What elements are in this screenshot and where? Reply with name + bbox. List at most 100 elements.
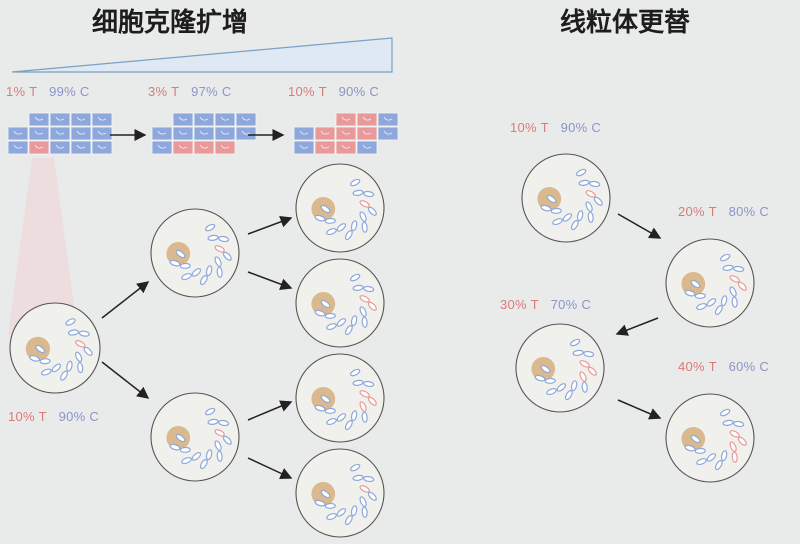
mitochondrion-c <box>562 213 573 222</box>
tissue-square-c <box>356 140 378 155</box>
mitochondrion-c <box>540 204 552 212</box>
mitochondrion-c <box>570 220 579 231</box>
mitochondrion-c <box>169 443 181 451</box>
square-mark <box>97 130 107 135</box>
turnover-label-1: 10% T 90% C <box>510 120 601 135</box>
mitochondrion-c <box>65 318 76 326</box>
mitochondrion-c <box>222 435 232 445</box>
mitochondrion-c <box>350 178 361 187</box>
mitochondrion-c <box>181 457 192 465</box>
mitochondrion-c <box>175 249 186 259</box>
mitochondrion-t <box>367 301 377 311</box>
square-mark <box>157 130 167 135</box>
mitochondrion-t <box>737 436 747 446</box>
mitochondrion-t <box>729 430 740 438</box>
tissue-square-c <box>172 112 194 127</box>
mitochondrion-c <box>179 262 191 269</box>
mitochondrion-c <box>546 194 557 204</box>
mitochondrion-c <box>714 460 723 471</box>
tissue-square-c <box>214 112 236 127</box>
mitochondrion-c <box>205 407 216 416</box>
lineage-arrow <box>101 281 150 319</box>
square-mark <box>383 130 393 135</box>
mitochondrion-c <box>205 265 213 277</box>
mitochondrion-c <box>214 440 222 451</box>
square-mark <box>178 130 188 135</box>
square-mark <box>341 116 351 121</box>
tissue-square-c <box>193 126 215 141</box>
tissue-square-c <box>70 112 92 127</box>
mitochondrion-c <box>320 489 331 499</box>
mitochondrion-c <box>352 474 364 481</box>
turnover-label-2: 20% T 80% C <box>678 204 769 219</box>
mitochondrion-c <box>350 273 361 282</box>
mitochondrion-c <box>714 305 723 316</box>
mitochondrion-c <box>731 296 738 308</box>
square-mark <box>76 130 86 135</box>
mitochondrion-c <box>78 330 90 337</box>
tissue-square-c <box>49 140 71 155</box>
mitochondrion-c <box>363 285 375 293</box>
mitochondrion-c <box>363 475 375 483</box>
mitochondrion-t <box>75 340 86 348</box>
lineage-arrow <box>247 216 293 235</box>
square-mark <box>199 116 209 121</box>
mitochondrion-c <box>344 230 353 241</box>
mitochondrion-c <box>60 370 68 381</box>
square-mark <box>13 130 23 135</box>
mitochondrion-t <box>359 200 370 208</box>
left-panel-title: 细胞克隆扩增 <box>92 8 249 38</box>
mitochondrion-t <box>359 295 370 303</box>
square-mark <box>362 130 372 135</box>
turnover-arrow <box>617 213 662 239</box>
mitochondrion-c <box>320 204 331 214</box>
c-fraction: 60% C <box>728 359 770 374</box>
mitochondrion-c <box>587 211 594 223</box>
mitochondrion-c <box>314 214 326 222</box>
mitochondrion-c <box>350 505 358 517</box>
mitochondrion-c <box>67 329 80 336</box>
square-mark <box>220 116 230 121</box>
tissue-square-c <box>151 126 173 141</box>
tissue-square-t <box>335 140 357 155</box>
mitochondrion-t <box>579 360 590 368</box>
lineage-arrow <box>247 400 293 421</box>
mitochondrion-c <box>572 349 584 356</box>
mitochondrion-c <box>191 268 202 277</box>
square-mark <box>299 130 309 135</box>
square-mark <box>97 144 107 149</box>
mitochondrion-t <box>737 281 747 291</box>
square-mark <box>383 116 393 121</box>
mitochondrion-t <box>587 366 597 376</box>
mitochondrion-c <box>359 211 367 222</box>
tissue-square-c <box>7 126 29 141</box>
mitochondrion-c <box>205 449 213 461</box>
square-mark <box>299 144 309 149</box>
mitochondrion-c <box>722 419 734 426</box>
tissue-square-c <box>235 126 257 141</box>
mitochondrion-c <box>324 407 336 414</box>
tissue-square-c <box>91 140 113 155</box>
c-fraction: 97% C <box>191 84 232 99</box>
mitochondrion-c <box>361 506 368 518</box>
tissue-square-t <box>172 140 194 155</box>
mitochondrion-t <box>359 401 367 412</box>
mitochondrion-c <box>578 179 590 186</box>
mitochondrion-c <box>367 206 377 216</box>
mitochondrion-c <box>214 256 222 267</box>
tissue-square-c <box>151 140 173 155</box>
stage-label-1: 1% T 99% C <box>6 84 90 99</box>
mitochondrion-c <box>218 419 230 427</box>
mitochondrion-c <box>314 499 326 507</box>
cell <box>150 208 240 298</box>
mitochondrion-c <box>326 513 337 521</box>
square-mark <box>320 130 330 135</box>
square-mark <box>76 116 86 121</box>
mitochondrion-c <box>352 284 364 291</box>
mitochondrion-c <box>40 368 52 376</box>
tissue-square-c <box>28 126 50 141</box>
mitochondrion-c <box>75 351 83 363</box>
square-mark <box>34 116 44 121</box>
mitochondrion-t <box>359 485 370 493</box>
